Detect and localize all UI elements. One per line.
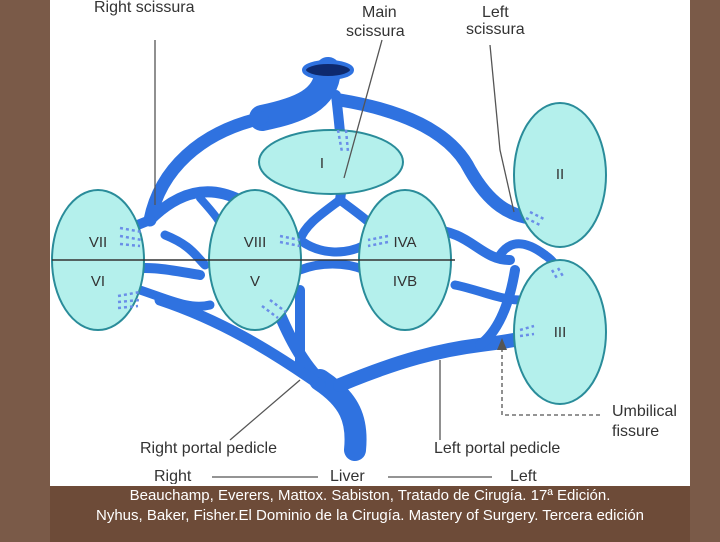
branch-IV-top bbox=[295, 195, 345, 245]
citation-caption: Beauchamp, Everers, Mattox. Sabiston, Tr… bbox=[50, 484, 690, 542]
leader-main-scissura bbox=[343, 39, 383, 179]
umbilical-arrowhead bbox=[497, 338, 507, 350]
citation-line-2: Nyhus, Baker, Fisher.El Dominio de la Ci… bbox=[95, 507, 644, 524]
left-portal-up bbox=[475, 265, 520, 350]
branch-right-middle bbox=[160, 230, 210, 270]
left-scissura-label-1: Left bbox=[482, 4, 509, 21]
right-portal-label: Right portal pedicle bbox=[140, 440, 277, 457]
branch-left-to-II bbox=[495, 239, 550, 260]
main-scissura-label-1: Main bbox=[362, 4, 397, 21]
axis-liver-label: Liver bbox=[330, 468, 365, 485]
leader-umbilical bbox=[501, 345, 600, 416]
umbilical-label-2: fissure bbox=[612, 423, 659, 440]
vessel-ends bbox=[117, 129, 566, 338]
branch-mid-arc bbox=[295, 235, 370, 257]
citation-line-1: Beauchamp, Everers, Mattox. Sabiston, Tr… bbox=[129, 487, 611, 504]
axis-right-label: Right bbox=[154, 468, 192, 485]
right-portal-lower bbox=[154, 294, 326, 391]
label-VI: VI bbox=[91, 273, 105, 290]
figure-panel: I VII VI VIII V IVA IVB II III Right bbox=[50, 0, 690, 486]
right-border bbox=[690, 0, 720, 540]
segment-I bbox=[258, 129, 404, 195]
left-portal-label: Left portal pedicle bbox=[434, 440, 560, 457]
left-scissura-label-2: scissura bbox=[466, 21, 525, 38]
label-VII: VII bbox=[89, 234, 107, 251]
segment-II bbox=[513, 102, 607, 248]
segment-III bbox=[513, 259, 607, 405]
branch-VII-VIII bbox=[144, 186, 246, 226]
label-IVB: IVB bbox=[393, 273, 417, 290]
hepatic-vein-left bbox=[333, 93, 537, 225]
umbilical-label-1: Umbilical bbox=[612, 403, 677, 420]
branch-mid-arc-lower bbox=[295, 259, 370, 275]
left-border bbox=[0, 0, 50, 540]
right-scissura-label: Right scissura bbox=[94, 0, 195, 16]
axis-left-label: Left bbox=[510, 468, 537, 485]
label-II: II bbox=[556, 166, 564, 183]
label-IVA: IVA bbox=[393, 234, 416, 251]
vena-cava-opening bbox=[302, 60, 354, 80]
label-V: V bbox=[250, 273, 260, 290]
label-I: I bbox=[320, 155, 324, 172]
label-VIII: VIII bbox=[244, 234, 267, 251]
branch-IVB bbox=[450, 280, 525, 305]
leader-lines bbox=[154, 39, 600, 478]
leader-left-scissura bbox=[489, 44, 515, 213]
main-scissura-label-2: scissura bbox=[346, 23, 405, 40]
liver-segments-diagram: I VII VI VIII V IVA IVB II III Right bbox=[51, 0, 677, 485]
leader-right-portal bbox=[229, 379, 301, 441]
label-III: III bbox=[554, 324, 567, 341]
portal-trunk bbox=[309, 369, 367, 461]
